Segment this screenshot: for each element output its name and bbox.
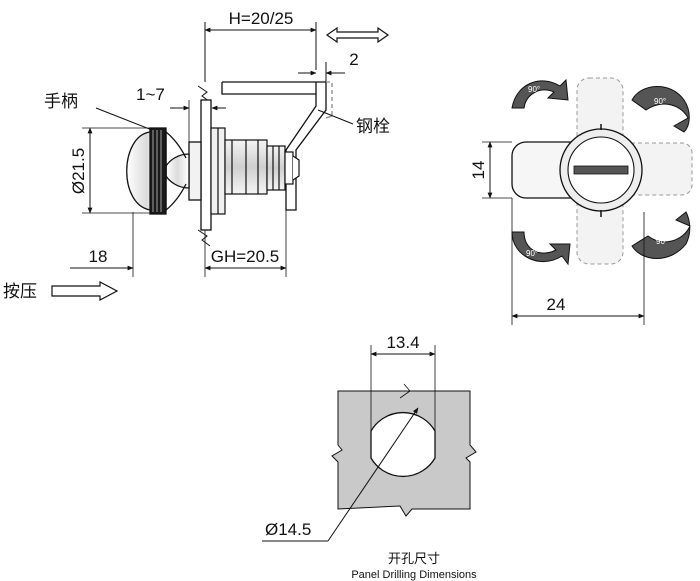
bolt-leader <box>317 109 354 125</box>
lock-body <box>210 127 300 215</box>
handle-label: 手柄 <box>44 92 78 112</box>
front-width-label: 24 <box>547 295 566 314</box>
rotation-arrow-top-left: 90° <box>511 78 569 109</box>
press-label: 按压 <box>3 282 37 302</box>
length-label: 18 <box>89 247 108 266</box>
rotation-arrow-bottom-left: 90° <box>511 231 571 266</box>
bolt-label: 钢栓 <box>356 117 390 137</box>
cutout-title-en: Panel Drilling Dimensions <box>351 569 477 581</box>
diameter-label: Ø21.5 <box>69 148 88 194</box>
cutout-title-cn: 开孔尺寸 <box>388 552 440 567</box>
rotation-arrow-top-right: 90° <box>631 86 690 133</box>
handle-knob <box>126 127 202 215</box>
front-view: 90° 90° 90° 90° 14 24 <box>469 77 693 325</box>
side-view: H=20/25 2 钢栓 <box>3 9 390 302</box>
h-label: H=20/25 <box>229 9 294 28</box>
screwdriver-slot <box>573 165 629 175</box>
gh-label: GH=20.5 <box>211 247 280 266</box>
panel-cutout: 13.4 Ø14.5 开孔尺寸 Panel Drilling Dimension… <box>262 333 477 581</box>
rotation-label-4: 90° <box>656 237 668 246</box>
front-height-label: 14 <box>469 161 488 180</box>
rotation-label-2: 90° <box>654 97 666 106</box>
cutout-width-label: 13.4 <box>386 333 419 352</box>
drilling-hole <box>370 411 436 478</box>
rotation-label-1: 90° <box>528 85 540 94</box>
range-label: 1~7 <box>136 85 165 104</box>
press-arrow <box>51 281 119 301</box>
thickness-label: 2 <box>349 50 358 69</box>
steel-cam-bolt <box>221 81 333 211</box>
rotation-arrow-bottom-right: 90° <box>631 211 691 259</box>
adjust-double-arrow <box>325 26 390 44</box>
rotation-label-3: 90° <box>526 249 538 258</box>
cutout-dia-leader <box>327 407 419 542</box>
handle-leader <box>95 107 153 131</box>
cutout-diameter-label: Ø14.5 <box>265 520 311 539</box>
